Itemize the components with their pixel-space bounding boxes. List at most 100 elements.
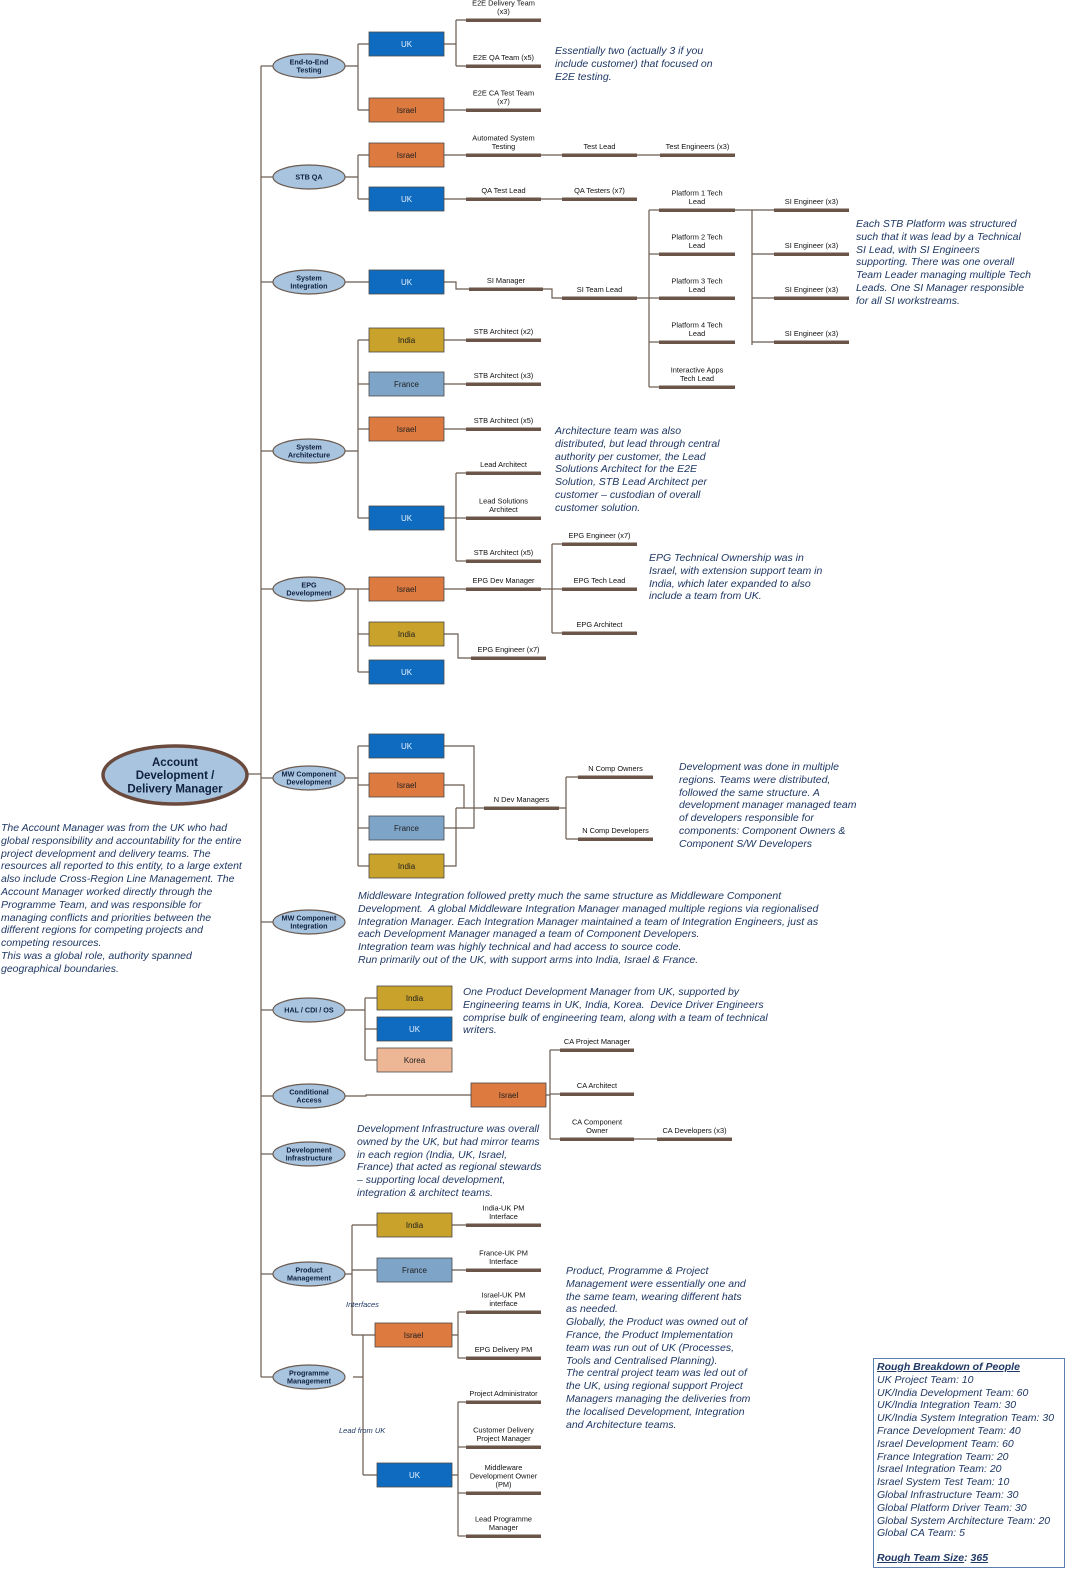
role-stb-arch-x5-uk[interactable]: STB Architect (x5) — [466, 548, 541, 563]
region-uk[interactable]: UK — [376, 1016, 453, 1042]
region-india[interactable]: India — [368, 853, 445, 879]
role-stb-arch-x3[interactable]: STB Architect (x3) — [466, 371, 541, 386]
region-india[interactable]: India — [376, 1212, 453, 1238]
function-node-stbqa[interactable]: STB QA — [272, 164, 346, 190]
region-box — [368, 621, 445, 647]
region-israel[interactable]: Israel — [368, 772, 445, 798]
region-box — [368, 327, 445, 353]
region-uk[interactable]: UK — [368, 505, 445, 531]
region-france[interactable]: France — [368, 815, 445, 841]
region-uk[interactable]: UK — [368, 733, 445, 759]
connector-line — [637, 210, 650, 387]
region-israel[interactable]: Israel — [368, 576, 445, 602]
role-epg-architect[interactable]: EPG Architect — [562, 620, 637, 635]
role-bar — [562, 153, 637, 157]
role-bar — [466, 1534, 541, 1538]
role-e2e-qa[interactable]: E2E QA Team (x5) — [466, 53, 541, 68]
region-israel[interactable]: Israel — [470, 1082, 547, 1108]
role-si-engineer-3[interactable]: SI Engineer (x3) — [774, 285, 849, 300]
region-uk[interactable]: UK — [368, 186, 445, 212]
region-israel[interactable]: Israel — [368, 97, 445, 123]
role-epg-tech-lead[interactable]: EPG Tech Lead — [562, 576, 637, 591]
breakdown-item: Global System Architecture Team: 20 — [877, 1514, 1051, 1527]
region-uk[interactable]: UK — [368, 659, 445, 685]
role-stb-arch-x2[interactable]: STB Architect (x2) — [466, 327, 541, 342]
node-label: SI Engineer (x3) — [785, 285, 838, 294]
role-si-team-lead[interactable]: SI Team Lead — [562, 285, 637, 300]
role-lead-architect[interactable]: Lead Architect — [466, 460, 541, 475]
role-ca-project-manager[interactable]: CA Project Manager — [560, 1037, 634, 1052]
role-project-admin[interactable]: Project Administrator — [466, 1389, 541, 1404]
role-n-comp-developers[interactable]: N Comp Developers — [578, 826, 653, 841]
role-si-engineer-2[interactable]: SI Engineer (x3) — [774, 241, 849, 256]
connector-line — [444, 473, 457, 561]
role-e2e-ca[interactable]: E2E CA Test Team(x7) — [466, 89, 541, 113]
region-korea[interactable]: Korea — [376, 1047, 453, 1073]
role-bar — [657, 1137, 732, 1141]
role-bar — [562, 587, 637, 591]
connector-line — [735, 209, 753, 345]
region-uk[interactable]: UK — [368, 31, 445, 57]
region-france[interactable]: France — [368, 371, 445, 397]
role-n-comp-owners[interactable]: N Comp Owners — [578, 764, 653, 779]
role-si-manager[interactable]: SI Manager — [469, 276, 543, 291]
role-epg-engineer-x7-israel[interactable]: EPG Engineer (x7) — [562, 531, 637, 546]
function-node-hal[interactable]: HAL / CDI / OS — [272, 997, 346, 1023]
region-uk[interactable]: UK — [368, 269, 445, 295]
role-stb-arch-x5-israel[interactable]: STB Architect (x5) — [466, 416, 541, 431]
role-qa-test-lead[interactable]: QA Test Lead — [466, 186, 541, 201]
people-breakdown-box: Rough Breakdown of People UK Project Tea… — [873, 1358, 1065, 1568]
role-test-engineers[interactable]: Test Engineers (x3) — [660, 142, 735, 157]
role-si-engineer-4[interactable]: SI Engineer (x3) — [774, 329, 849, 344]
role-epg-dev-manager[interactable]: EPG Dev Manager — [466, 576, 541, 591]
role-si-engineer-1[interactable]: SI Engineer (x3) — [774, 197, 849, 212]
function-ellipse — [272, 1141, 346, 1167]
region-israel[interactable]: Israel — [368, 416, 445, 442]
region-uk[interactable]: UK — [376, 1462, 453, 1488]
region-israel[interactable]: Israel — [368, 142, 445, 168]
region-india[interactable]: India — [376, 985, 453, 1011]
role-qa-testers[interactable]: QA Testers (x7) — [562, 186, 637, 201]
role-e2e-delivery[interactable]: E2E Delivery Team(x3) — [466, 0, 541, 22]
role-bar — [578, 837, 653, 841]
region-india[interactable]: India — [368, 621, 445, 647]
region-france[interactable]: France — [376, 1257, 453, 1283]
role-test-lead[interactable]: Test Lead — [562, 142, 637, 157]
region-india[interactable]: India — [368, 327, 445, 353]
role-ca-architect[interactable]: CA Architect — [560, 1081, 634, 1096]
role-n-dev-managers[interactable]: N Dev Managers — [484, 795, 559, 810]
role-ca-developers[interactable]: CA Developers (x3) — [657, 1126, 732, 1141]
role-epg-engineer-x7-india[interactable]: EPG Engineer (x7) — [471, 645, 546, 660]
role-bar — [471, 656, 546, 660]
role-bar — [659, 340, 735, 344]
region-israel[interactable]: Israel — [374, 1322, 453, 1348]
role-epg-delivery-pm[interactable]: EPG Delivery PM — [466, 1345, 541, 1360]
